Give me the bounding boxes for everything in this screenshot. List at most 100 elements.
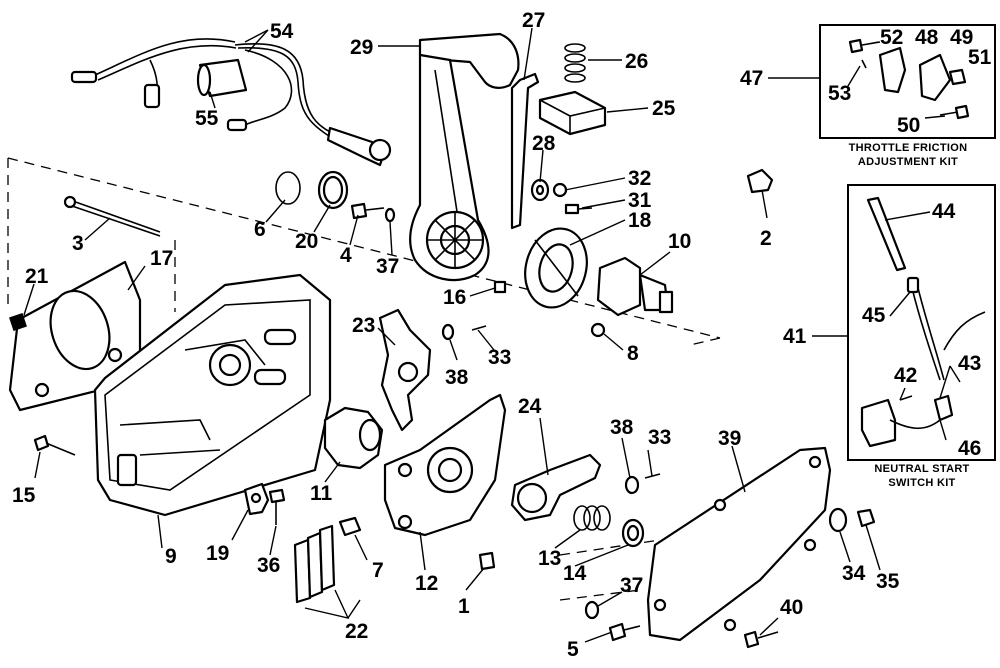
callout-43: 43: [958, 352, 981, 375]
cover-plate-39: [646, 446, 832, 642]
throttle-bracket: [510, 72, 540, 230]
callout-35: 35: [876, 570, 900, 593]
lever-24: [510, 453, 602, 522]
screw-15: [33, 434, 76, 456]
spring-13: [573, 505, 611, 531]
callout-25: 25: [652, 97, 676, 120]
gear-11: [323, 406, 384, 470]
callout-6: 6: [254, 218, 266, 241]
callout-15: 15: [12, 484, 36, 507]
callout-38: 38: [445, 366, 469, 389]
callout-4: 4: [340, 244, 352, 267]
kit2-title-line1: NEUTRAL START: [874, 463, 969, 475]
neutral-start-switch-kit: NEUTRAL START SWITCH KIT: [847, 184, 996, 489]
kit-screw-42: [899, 395, 913, 401]
kit-rod-44: [866, 196, 907, 272]
callout-1: 1: [458, 595, 470, 618]
kit-washer-53: [861, 59, 867, 69]
callout-22: 22: [345, 620, 368, 643]
bolt-3: [63, 195, 161, 237]
callout-41: 41: [783, 325, 807, 348]
kit-screw-50: [939, 104, 970, 120]
kit-switch-46: [860, 394, 954, 448]
washer-38-upper: [441, 323, 455, 341]
spring-26: [564, 43, 586, 83]
callout-53: 53: [828, 82, 851, 105]
washer-38-lower: [624, 475, 640, 495]
clip-19: [243, 482, 270, 516]
callout-33: 33: [488, 346, 511, 369]
callout-2: 2: [760, 227, 772, 250]
kit-title-line1: THROTTLE FRICTION: [849, 142, 968, 154]
screw-5: [608, 622, 641, 642]
pin-33-lower: [644, 473, 661, 479]
friction-plate: [524, 227, 588, 309]
pad-25: [538, 90, 607, 136]
throttle-friction-kit: THROTTLE FRICTION ADJUSTMENT KIT: [819, 24, 996, 168]
nut-1: [478, 551, 496, 571]
callout-33-lower: 33: [648, 426, 671, 449]
callout-49: 49: [950, 26, 973, 49]
callout-14: 14: [563, 562, 587, 585]
callout-29: 29: [350, 36, 373, 59]
callout-23: 23: [352, 314, 375, 337]
screw-40: [743, 630, 779, 649]
callout-7: 7: [372, 559, 384, 582]
strips-22: [293, 524, 336, 604]
callout-8: 8: [627, 342, 639, 365]
kit-title-line2: ADJUSTMENT KIT: [858, 156, 958, 168]
kit-plate-49: [918, 53, 952, 102]
seal-14: [621, 518, 645, 548]
nut-21: [9, 313, 27, 331]
kit2-title-line2: SWITCH KIT: [888, 477, 955, 489]
screw-36: [268, 488, 286, 525]
callout-45: 45: [862, 304, 886, 327]
callout-37-lower: 37: [620, 574, 643, 597]
callout-24: 24: [518, 395, 542, 418]
callout-21: 21: [25, 265, 49, 288]
callout-10: 10: [668, 230, 691, 253]
gasket-17: [8, 260, 142, 412]
callout-52: 52: [880, 26, 903, 49]
washer-37-lower: [584, 600, 600, 620]
kit-wires-45: [906, 276, 986, 381]
callout-48: 48: [915, 26, 939, 49]
callout-20: 20: [295, 230, 318, 253]
callout-54: 54: [270, 20, 294, 43]
nut-35: [856, 508, 876, 528]
pin-33-upper: [471, 325, 487, 331]
callout-39: 39: [718, 427, 741, 450]
control-housing-9: [93, 273, 332, 517]
callout-26: 26: [625, 50, 648, 73]
callout-18: 18: [628, 209, 652, 232]
shift-shaft-10: [596, 256, 674, 317]
callout-47: 47: [740, 67, 763, 90]
cam-23: [378, 308, 432, 432]
callout-51: 51: [968, 46, 992, 69]
kit-nut-51: [948, 68, 967, 86]
callout-31: 31: [628, 189, 652, 212]
callout-numbers: 54 27 29 26 25 55 47 52 48 49 51 53 50 2…: [12, 9, 992, 661]
callout-42: 42: [894, 364, 917, 387]
callout-40: 40: [780, 596, 803, 619]
callout-55: 55: [195, 107, 219, 130]
callout-36: 36: [257, 554, 280, 577]
pin-7: [338, 516, 362, 537]
callout-27: 27: [522, 9, 545, 32]
rings-upper-left: [275, 170, 396, 223]
ball-8: [590, 322, 606, 338]
callout-44: 44: [932, 200, 956, 223]
callout-9: 9: [165, 545, 177, 568]
callout-17: 17: [150, 247, 173, 270]
callout-37: 37: [376, 255, 399, 278]
callout-13: 13: [538, 547, 561, 570]
callout-11: 11: [310, 482, 333, 505]
callout-3: 3: [72, 232, 84, 255]
clip-2: [746, 168, 774, 194]
callout-32: 32: [628, 167, 651, 190]
callout-34: 34: [842, 562, 866, 585]
throttle-handle: [408, 32, 520, 282]
washer-34: [828, 507, 848, 533]
callout-19: 19: [206, 542, 229, 565]
